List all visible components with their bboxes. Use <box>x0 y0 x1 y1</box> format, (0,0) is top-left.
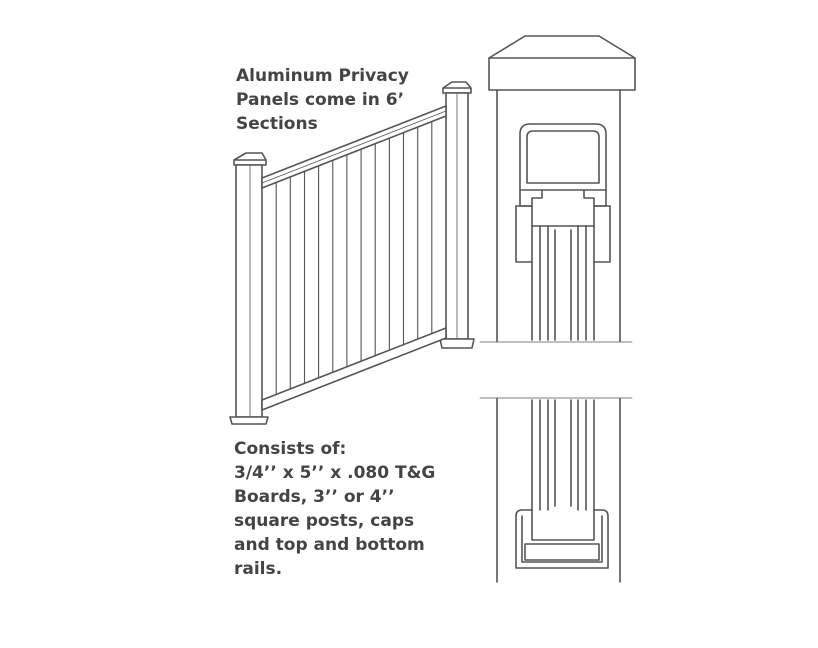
fence-panel-illustration <box>229 81 475 425</box>
pickets <box>275 120 433 396</box>
materials-caption: Consists of: 3/4’’ x 5’’ x .080 T&G Boar… <box>234 439 436 579</box>
top-clip <box>519 189 607 207</box>
bottom-rail <box>261 327 447 411</box>
board-channel-lower <box>531 399 595 511</box>
right-post-base <box>439 338 475 349</box>
left-post-base <box>229 416 269 425</box>
board-channel-upper <box>531 225 595 341</box>
post-cross-section <box>479 35 640 583</box>
top-rail-channel <box>519 123 607 191</box>
post-cap <box>488 35 636 91</box>
section-break <box>480 342 640 398</box>
panel-size-caption: Aluminum Privacy Panels come in 6’ Secti… <box>236 66 409 134</box>
bottom-rail-channel <box>515 509 609 569</box>
left-post <box>235 164 263 418</box>
left-post-cap <box>233 152 267 166</box>
right-post-cap <box>442 81 472 94</box>
